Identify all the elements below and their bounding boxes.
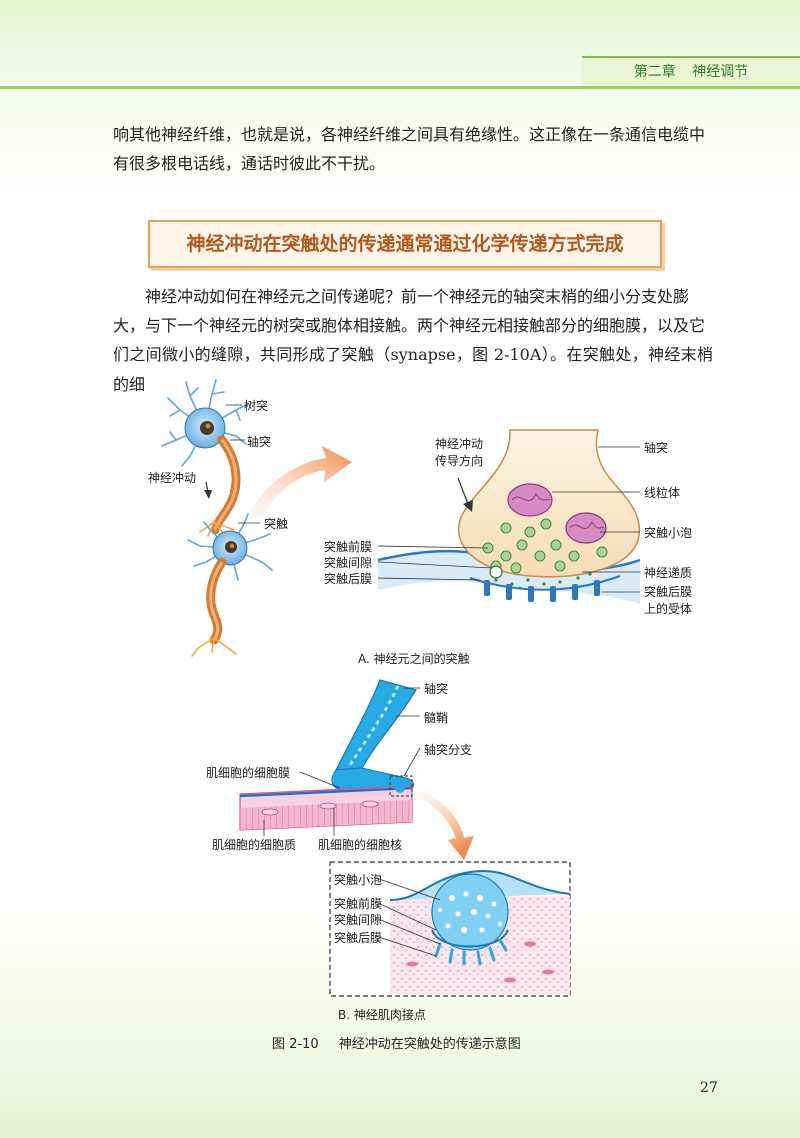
chapter-section: 神经调节 bbox=[692, 64, 749, 80]
label-receptor-line2: 上的受体 bbox=[644, 602, 693, 616]
label-transmitter: 神经递质 bbox=[644, 566, 693, 580]
synapse-closeup bbox=[377, 429, 641, 604]
paragraph-2-line-1: 神经冲动如何在神经元之间传递呢？前一个神经元的轴突末梢的细小分支处膨 bbox=[145, 287, 690, 306]
label-impulse: 神经冲动 bbox=[148, 471, 197, 485]
label-direction-line1: 神经冲动 bbox=[435, 437, 484, 451]
label-muscle-membrane: 肌细胞的细胞膜 bbox=[206, 766, 291, 780]
caption-a: A. 神经元之间的突触 bbox=[358, 652, 470, 666]
label-axon-b: 轴突 bbox=[424, 682, 449, 696]
label-postsynaptic-a: 突触后膜 bbox=[324, 572, 373, 586]
label-presynaptic-b: 突触前膜 bbox=[334, 897, 383, 911]
figure-caption: 图 2-10 神经冲动在突触处的传递示意图 bbox=[272, 1033, 521, 1052]
label-direction-line2: 传导方向 bbox=[435, 454, 484, 468]
caption-b: B. 神经肌肉接点 bbox=[338, 1008, 426, 1022]
label-receptor-line1: 突触后膜 bbox=[644, 585, 693, 599]
paragraph-1-line-2: 有很多根电话线，通话时彼此不干扰。 bbox=[113, 154, 386, 173]
label-presynaptic-a: 突触前膜 bbox=[324, 540, 373, 554]
label-cleft-a: 突触间隙 bbox=[324, 556, 373, 570]
upper-neuron bbox=[161, 379, 249, 467]
direction-arrow bbox=[457, 477, 473, 512]
paragraph-2-line-2: 大，与下一个神经元的树突或胞体相接触。两个神经元相接触部分的细胞膜，以及它 bbox=[113, 316, 706, 335]
label-dendrite: 树突 bbox=[244, 399, 269, 413]
chapter-tag: 第二章 神经调节 bbox=[582, 56, 800, 86]
header-rule bbox=[0, 86, 800, 89]
nerve-fiber bbox=[331, 679, 417, 791]
label-postsynaptic-b: 突触后膜 bbox=[334, 931, 383, 945]
figure-number: 图 2-10 bbox=[272, 1037, 319, 1052]
section-title: 神经冲动在突触处的传递通常通过化学传递方式完成 bbox=[148, 220, 662, 268]
upper-axon bbox=[199, 435, 241, 537]
label-vesicle-b: 突触小泡 bbox=[334, 873, 383, 887]
label-vesicle-a: 突触小泡 bbox=[644, 526, 693, 540]
label-axon-right: 轴突 bbox=[644, 441, 669, 455]
lower-neuron bbox=[187, 513, 273, 657]
label-synapse: 突触 bbox=[264, 517, 289, 531]
paragraph-1-line-1: 响其他神经纤维，也就是说，各神经纤维之间具有绝缘性。这正像在一条通信电缆中 bbox=[113, 125, 706, 144]
label-axon-left: 轴突 bbox=[247, 435, 272, 449]
muscle-cell bbox=[239, 775, 413, 831]
paragraph-2-line-3: 们之间微小的缝隙，共同形成了突触（synapse，图 2-10A）。在突触处，神… bbox=[113, 345, 713, 394]
label-muscle-nucleus: 肌细胞的细胞核 bbox=[318, 838, 403, 852]
zoom-arrow-a bbox=[248, 446, 352, 518]
label-cleft-b: 突触间隙 bbox=[334, 913, 383, 927]
impulse-arrow bbox=[204, 481, 212, 499]
label-axon-branch: 轴突分支 bbox=[424, 743, 473, 757]
zoom-arrow-b bbox=[418, 790, 474, 860]
label-mitochondria: 线粒体 bbox=[644, 486, 681, 500]
chapter-number: 第二章 bbox=[633, 64, 676, 80]
label-myelin: 髓鞘 bbox=[424, 711, 449, 725]
figure-caption-text: 神经冲动在突触处的传递示意图 bbox=[338, 1037, 521, 1052]
junction-closeup bbox=[329, 861, 571, 997]
page-number: 27 bbox=[700, 1080, 718, 1096]
label-muscle-cytoplasm: 肌细胞的细胞质 bbox=[212, 838, 297, 852]
